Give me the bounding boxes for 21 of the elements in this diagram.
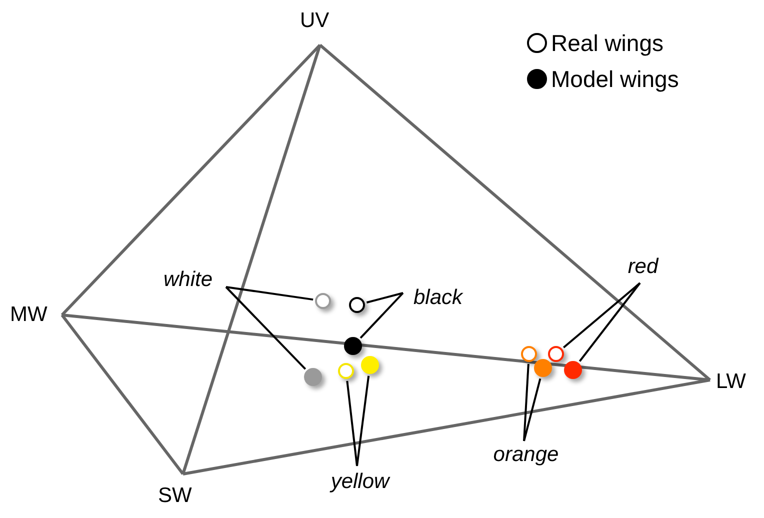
vertex-label: UV	[300, 8, 330, 34]
callout-text: yellow	[320, 468, 400, 496]
callout-text: black	[405, 284, 471, 312]
leader-line	[366, 292, 404, 304]
legend-text: Model wings	[551, 65, 679, 94]
leader-line	[356, 376, 370, 466]
leader-line	[226, 286, 314, 301]
callout-text: orange	[482, 441, 570, 469]
vertex-label: SW	[158, 483, 192, 509]
legend-text: Real wings	[551, 29, 664, 58]
leader-line	[346, 380, 358, 466]
vertex-label: LW	[716, 369, 746, 395]
vertex-label: MW	[10, 302, 48, 328]
callout-text: red	[620, 253, 666, 281]
callout-text: white	[152, 266, 224, 294]
leader-line	[523, 364, 530, 442]
leader-line	[578, 282, 641, 362]
leader-line	[523, 378, 542, 442]
leader-line	[360, 292, 404, 339]
leader-line	[562, 282, 641, 348]
leader-line	[225, 286, 306, 370]
